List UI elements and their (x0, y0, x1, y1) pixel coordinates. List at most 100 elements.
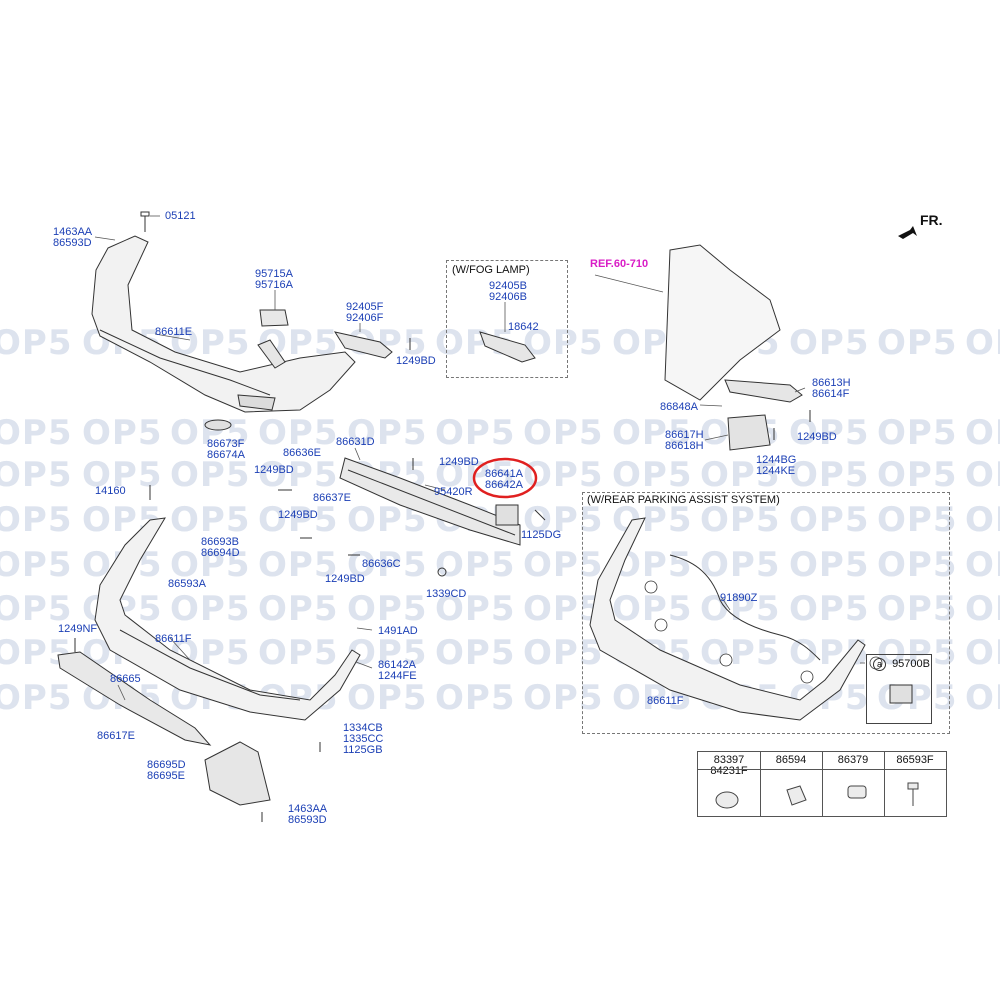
fog-lamp (479, 331, 536, 363)
parking-assist-box (582, 492, 950, 734)
watermark-text: OP5 (523, 413, 604, 453)
table-header-4: 86593F (884, 755, 946, 766)
watermark-text: OP5 (258, 455, 339, 495)
part-number: 86611E (155, 326, 193, 338)
part-number: 86614F (812, 388, 850, 400)
reflex-lamp (333, 331, 393, 359)
side-bracket-lower (204, 741, 271, 806)
front-arrow-icon (898, 226, 917, 239)
watermark-text: OP5 (700, 633, 781, 673)
watermark-text: OP5 (347, 413, 428, 453)
part-number: 1491AD (378, 625, 418, 637)
label-86611e: 86611E (155, 327, 192, 338)
part-number: 86631D (336, 436, 375, 448)
part-number: 95716A (255, 279, 293, 291)
watermark-text: OP5 (965, 500, 1000, 540)
grommet-icon (715, 791, 739, 809)
watermark-text: OP5 (523, 589, 604, 629)
watermark-text: OP5 (789, 323, 870, 363)
parking-sensor (889, 684, 913, 704)
part-number: 86673F (207, 438, 245, 450)
watermark-text: OP5 (877, 413, 958, 453)
watermark-text: OP5 (0, 455, 73, 495)
label-95420r: 95420R (434, 487, 473, 498)
label-86611f: 86611F (155, 634, 192, 645)
part-number: 86637E (313, 492, 351, 504)
watermark-text: OP5 (789, 455, 870, 495)
part-number: 05121 (165, 210, 196, 222)
label-86665: 86665 (110, 674, 141, 685)
watermark-text: OP5 (612, 589, 693, 629)
table-header-text: 86593F (896, 754, 934, 766)
part-number: 86611F (647, 695, 684, 707)
part-number: 1335CC (343, 733, 384, 745)
watermark-text: OP5 (877, 589, 958, 629)
label-1249nf: 1249NF (58, 624, 97, 635)
table-header-2: 86594 (760, 755, 822, 766)
part-number: 86693B (201, 536, 239, 548)
part-number: 86642A (485, 479, 523, 491)
part-number: 1249BD (254, 464, 294, 476)
part-number: 1249BD (797, 431, 837, 443)
part-number: 86611F (155, 633, 192, 645)
label-1491ad: 1491AD (378, 626, 418, 637)
label-1339cd: 1339CD (426, 589, 466, 600)
watermark-text: OP5 (435, 678, 516, 718)
sensor-callout-box (866, 654, 932, 724)
watermark-text: OP5 (700, 545, 781, 585)
table-header-text: 86594 (775, 754, 807, 766)
part-number: 1463AA (288, 803, 328, 815)
side-cover (727, 414, 771, 451)
clip-icon (786, 785, 807, 806)
label-86637e: 86637E (313, 493, 351, 504)
watermark-text: OP5 (965, 633, 1000, 673)
part-number: 86618H (665, 440, 704, 452)
table-col-4: 86593F (884, 752, 946, 816)
part-number: 86593D (288, 814, 327, 826)
watermark-text: OP5 (523, 545, 604, 585)
part-number: 86142A (378, 659, 416, 671)
highlight-ring (472, 457, 538, 499)
watermark-text: OP5 (965, 455, 1000, 495)
part-number: 1339CD (426, 588, 467, 600)
watermark-text: OP5 (435, 633, 516, 673)
part-number: 1125DG (521, 529, 562, 541)
watermark-text: OP5 (347, 678, 428, 718)
parking-assist-header: (W/REAR PARKING ASSIST SYSTEM) (587, 494, 780, 506)
part-number: 86613H (812, 377, 851, 389)
watermark-text: OP5 (877, 500, 958, 540)
watermark-text: OP5 (258, 633, 339, 673)
sensor-wiring (669, 554, 821, 661)
watermark-text: OP5 (170, 589, 251, 629)
watermark-text: OP5 (0, 545, 73, 585)
sensor-bracket (259, 309, 289, 327)
label-86593a: 86593A (168, 579, 206, 590)
part-number: 86617E (97, 730, 135, 742)
part-number: 86695D (147, 759, 186, 771)
label-1125gb: 1125GB (343, 745, 383, 756)
watermark-text: OP5 (965, 323, 1000, 363)
part-number: 92405B (489, 280, 527, 292)
watermark-text: OP5 (0, 678, 73, 718)
table-header-text: 83397 (713, 754, 745, 766)
part-number: 1125GB (343, 744, 383, 756)
watermark-text: OP5 (347, 545, 428, 585)
watermark-text: OP5 (82, 455, 163, 495)
label-05121: 05121 (165, 211, 196, 222)
part-number: 1249BD (396, 355, 436, 367)
watermark-text: OP5 (612, 455, 693, 495)
label-86636e: 86636E (283, 448, 321, 459)
